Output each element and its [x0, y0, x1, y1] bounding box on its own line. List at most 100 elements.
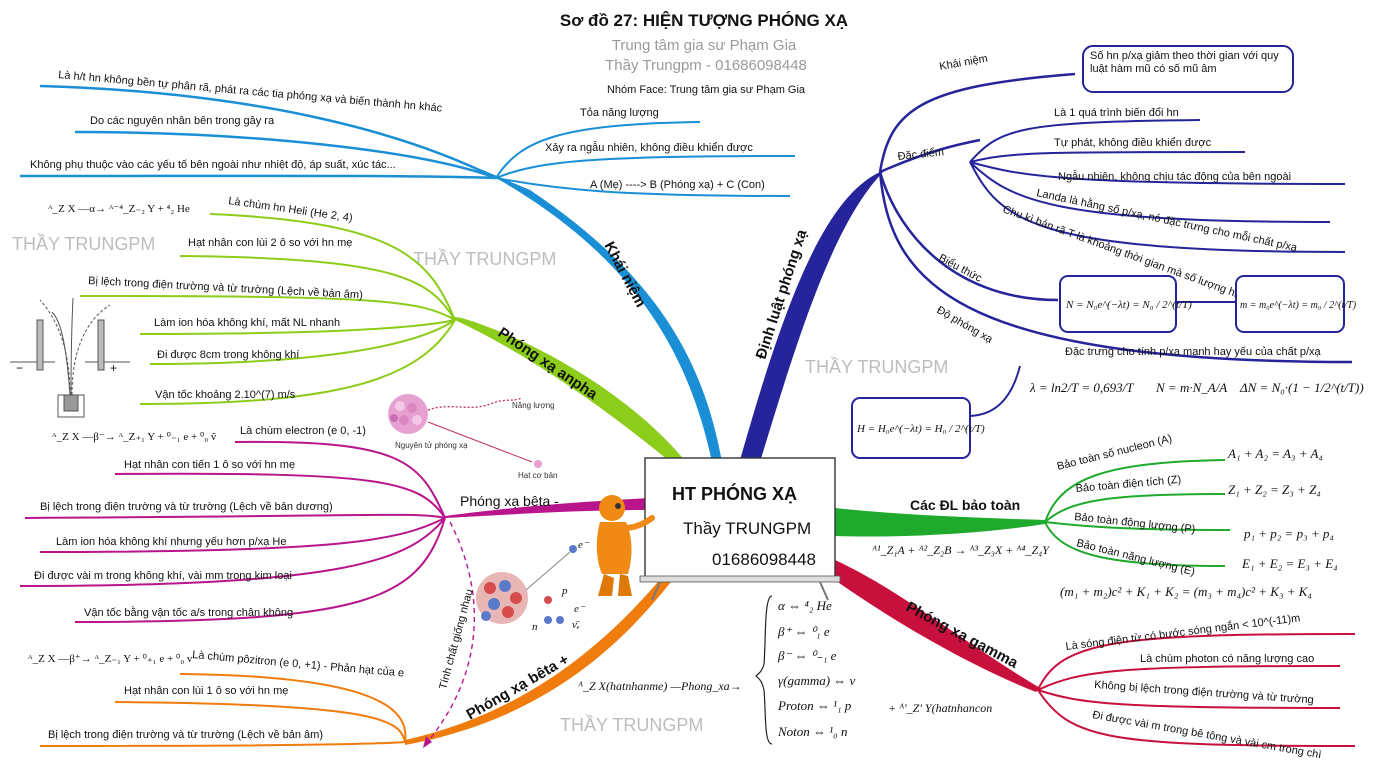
cons-p-formula: p₁ + p₂ = p₃ + p₄ — [1243, 526, 1334, 541]
deflection-illustration — [10, 297, 130, 418]
similar-properties-label: Tính chất giống nhau — [437, 588, 475, 691]
cons-e-formula: E₁ + E₂ = E₃ + E₄ — [1241, 556, 1338, 571]
dac-diem-item: Tự phát, không điều khiển được — [1054, 137, 1212, 149]
law-m-box — [1235, 275, 1345, 333]
branch-dinh-luat — [740, 170, 885, 462]
branch-label-anpha: Phóng xạ anpha — [495, 324, 601, 403]
law-n-box — [1059, 275, 1177, 333]
gamma-lines — [1037, 633, 1356, 747]
energy-label: Năng lượng — [512, 401, 555, 410]
do-phong-xa-label: Độ phóng xạ — [935, 304, 996, 346]
dac-diem-label: Đặc điểm — [897, 146, 944, 163]
khai-niem-item: Không phụ thuộc vào các yếu tố bên ngoài… — [30, 159, 396, 171]
khai-niem-item: Do các nguyên nhân bên trong gây ra — [90, 115, 275, 127]
electron-symbol: e⁻ — [574, 603, 586, 615]
symbol-neutron: Noton ⇔ ¹₀ n — [777, 724, 847, 739]
do-phong-xa-link — [969, 365, 1021, 417]
khai-niem-item: Xảy ra ngẫu nhiên, không điều khiển được — [545, 141, 753, 154]
khai-niem-item: A (Mẹ) ----> B (Phóng xạ) + C (Con) — [590, 179, 765, 191]
branch-gamma — [835, 560, 1040, 692]
anpha-item: Hạt nhân con lùi 2 ô so với hn mẹ — [188, 237, 352, 249]
dinh-luat-khai-niem-text: Số hn p/xạ giảm theo thời gian với quy l… — [1090, 50, 1279, 75]
daughter-nucleus-formula: + ᴬ'_Z' Y(hatnhancon — [888, 701, 992, 715]
center-board — [639, 457, 841, 601]
beta-plus-item: Bị lệch trong điện trường và từ trường (… — [48, 729, 323, 741]
branch-label-khai-niem: Khái niệm — [600, 239, 649, 310]
bao-toan-item: Bảo toàn năng lượng (E) — [1075, 537, 1196, 578]
dac-diem-item: Landa là hằng số p/xạ, nó đặc trưng cho … — [1035, 186, 1299, 254]
law-h-box — [851, 397, 971, 459]
anpha-item: Vận tốc khoảng 2.10^(7) m/s — [155, 389, 296, 401]
symbol-list-brace — [755, 595, 773, 745]
beta-minus-item: Là chùm electron (e 0, -1) — [240, 425, 366, 437]
teacher-figure-icon — [596, 495, 655, 596]
cons-a-formula: A₁ + A₂ = A₃ + A₄ — [1227, 446, 1323, 461]
dac-diem-item: Ngẫu nhiên, không chịu tác động của bên … — [1058, 170, 1291, 183]
symbol-beta-plus: β⁺ ⇔ ⁰₁ e — [777, 624, 830, 639]
positive-plate-icon: + — [110, 361, 117, 375]
electron-symbol: e⁻ — [578, 539, 590, 551]
beta-minus-decay-formula: ᴬ_Z X —β⁻→ ᴬ_Z₊₁ Y + ⁰₋₁ e + ⁰₀ ṽ — [52, 431, 217, 443]
header-facebook: Nhóm Face: Trung tâm gia sư Phạm Gia — [607, 84, 806, 96]
lambda-formula: λ = ln2/T = 0,693/T — [1029, 380, 1134, 395]
branch-khai-niem — [478, 168, 722, 462]
khai-niem-left-lines — [19, 84, 497, 180]
watermark: THẦY TRUNGPM — [12, 233, 155, 254]
beta-plus-lines — [39, 673, 407, 747]
law-m-formula: m = m₀e^(−λt) = m₀ / 2^(t/T) — [1240, 300, 1357, 311]
branch-label-gamma: Phóng xạ gamma — [903, 599, 1021, 673]
n-mass-formula: N = m·N_A/A — [1155, 380, 1227, 395]
anpha-item: Làm ion hóa không khí, mất NL nhanh — [154, 317, 340, 329]
watermark: THẦY TRUNGPM — [560, 714, 703, 735]
symbol-alpha: α ⇔ ⁴₂ He — [778, 598, 832, 613]
negative-plate-icon: − — [16, 361, 23, 375]
bao-toan-item: Bảo toàn số nucleon (A) — [1056, 433, 1173, 473]
dac-diem-item: Là 1 quá trình biến đổi hn — [1054, 107, 1179, 119]
beta-plus-item: Hạt nhân con lùi 1 ô so với hn mẹ — [124, 685, 288, 697]
do-phong-xa-text: Đặc trưng cho tính p/xạ mạnh hay yếu của… — [1065, 346, 1322, 358]
beta-minus-item: Đi được vài m trong không khí, vài mm tr… — [34, 570, 292, 582]
gamma-item: Không bị lệch trong điện trường và từ tr… — [1094, 679, 1314, 706]
beta-minus-item: Làm ion hóa không khí nhưng yếu hơn p/xạ… — [56, 536, 286, 548]
dac-diem-lines — [969, 119, 1346, 253]
beta-minus-lines — [19, 440, 446, 623]
header-subtitle-teacher: Thầy Trungpm - 01686098448 — [605, 57, 807, 74]
beta-minus-item: Vận tốc bằng vận tốc a/s trong chân khôn… — [84, 606, 293, 619]
branch-label-bao-toan: Các ĐL bảo toàn — [910, 497, 1020, 513]
dinh-luat-khai-niem-box — [1082, 45, 1294, 93]
beta-minus-item: Bị lệch trong điện trường và từ trường (… — [40, 501, 333, 513]
beta-plus-decay-formula: ᴬ_Z X —β⁺→ ᴬ_Z₋₁ Y + ⁰₊₁ e + ⁰₀ v — [28, 653, 193, 665]
similar-properties-arrow — [424, 521, 475, 746]
header-subtitle-center: Trung tâm gia sư Phạm Gia — [612, 37, 797, 54]
branch-bao-toan — [835, 508, 1045, 537]
anpha-lines — [79, 213, 456, 405]
branch-beta-minus — [445, 498, 650, 518]
nucleus-label: Nguyên tử phóng xạ — [395, 441, 468, 450]
center-teacher: Thầy TRUNGPM — [683, 519, 811, 538]
page-title: Sơ đồ 27: HIỆN TƯỢNG PHÓNG XẠ — [560, 11, 848, 30]
antineutrino-symbol: ν̄ₑ — [572, 619, 580, 631]
law-h-formula: H = H₀e^(−λt) = H₀ / 2^(t/T) — [856, 423, 985, 435]
bieu-thuc-label: Biểu thức — [937, 252, 985, 285]
delta-n-formula: ΔN = N₀·(1 − 1/2^(t/T)) — [1239, 380, 1364, 395]
branch-label-beta-minus: Phóng xạ bêta - — [460, 493, 559, 509]
neutron-symbol: n — [532, 621, 538, 633]
gamma-item: Đi được vài m trong bê tông và vài cm tr… — [1091, 709, 1322, 761]
branch-anpha — [448, 316, 686, 470]
watermark: THẦY TRUNGPM — [805, 356, 948, 377]
proton-symbol: p — [561, 585, 568, 597]
atom-decay-illustration — [476, 545, 577, 624]
anpha-item: Đi được 8cm trong không khí — [157, 349, 299, 361]
khai-niem-right-lines — [495, 121, 796, 197]
dinh-luat-khai-niem-label: Khái niệm — [938, 53, 988, 73]
gamma-item: Là chùm photon có năng lượng cao — [1140, 653, 1314, 665]
watermark: THẦY TRUNGPM — [413, 248, 556, 269]
center-title: HT PHÓNG XẠ — [672, 483, 797, 504]
bao-toan-lines — [1044, 459, 1231, 567]
bao-toan-item: Bảo toàn động lượng (P) — [1074, 511, 1196, 536]
particle-label: Hạt cơ bản — [518, 471, 558, 480]
radioactive-nucleus-icon — [388, 394, 542, 468]
dinh-luat-lines — [878, 72, 1353, 364]
symbol-beta-minus: β⁻ ⇔ ⁰₋₁ e — [777, 648, 837, 663]
